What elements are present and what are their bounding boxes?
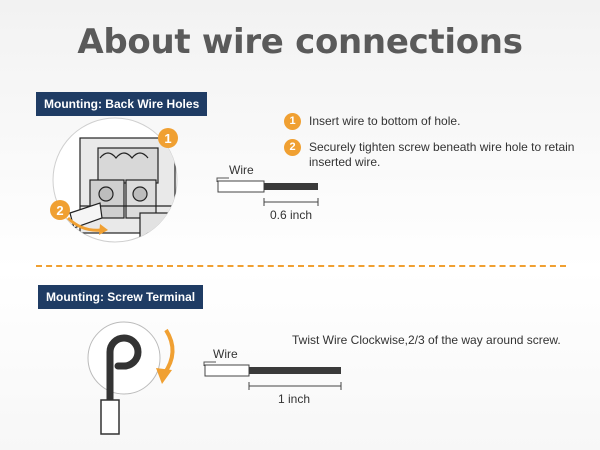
curved-arrow-icon (162, 328, 175, 376)
measure-label-screw: 1 inch (278, 392, 311, 406)
section-divider (36, 265, 566, 267)
wire-label-back: Wire (229, 163, 254, 177)
page-title: About wire connections (77, 22, 523, 62)
step-2-badge: 2 (284, 139, 301, 156)
marker-1-label: 1 (164, 131, 171, 146)
wire-diagram-screw (203, 361, 342, 390)
twist-instruction: Twist Wire Clockwise,2/3 of the way arou… (292, 333, 561, 347)
screw-loop-illustration (87, 321, 175, 435)
step-1-text: Insert wire to bottom of hole. (309, 114, 461, 128)
step-1-badge: 1 (284, 113, 301, 130)
measure-label-back: 0.6 inch (270, 208, 313, 222)
wire-diagram-back (216, 177, 319, 206)
marker-2-label: 2 (56, 203, 63, 218)
outlet-device-illustration: 1 2 (50, 117, 178, 243)
step-2-text: Securely tighten screw beneath wire hole… (309, 140, 575, 169)
marker-2-icon (50, 200, 70, 220)
section-tag-screw-terminal: Mounting: Screw Terminal (38, 285, 204, 309)
marker-1-icon (158, 128, 178, 148)
wire-label-screw: Wire (213, 347, 238, 361)
section-tag-back-wire: Mounting: Back Wire Holes (36, 92, 208, 116)
